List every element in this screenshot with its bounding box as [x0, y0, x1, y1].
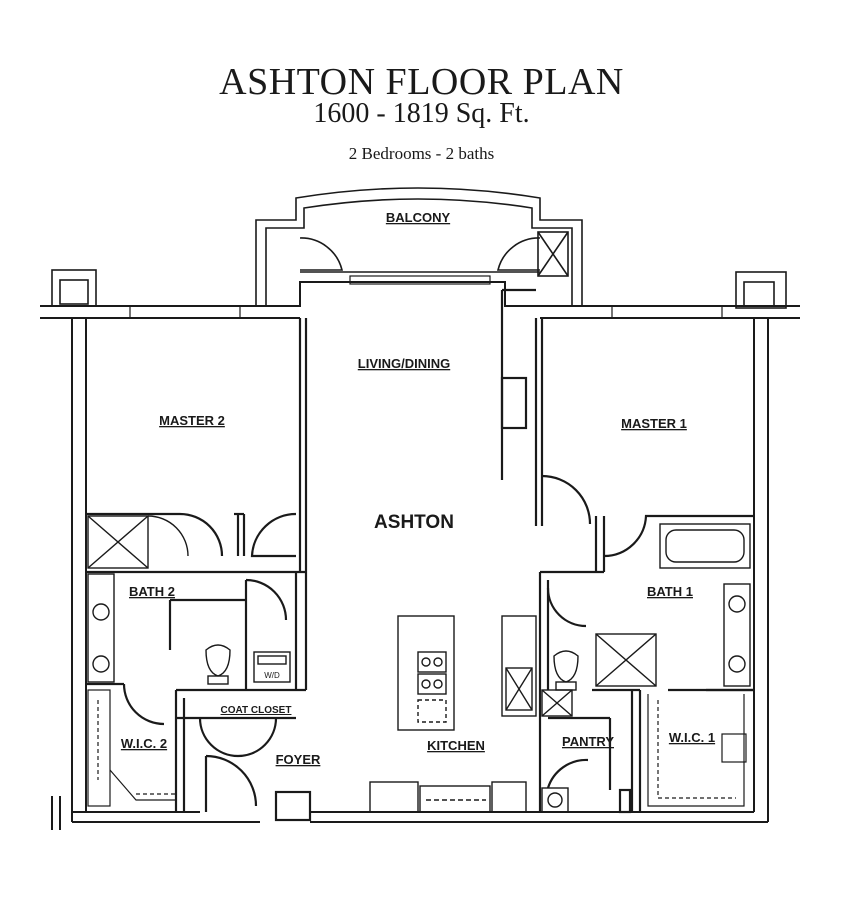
balcony-structure	[255, 187, 583, 306]
interior-walls	[86, 288, 754, 822]
label-coat-closet: COAT CLOSET	[221, 705, 292, 716]
label-bath-1: BATH 1	[647, 584, 693, 599]
bath1-fixtures	[553, 523, 751, 691]
kitchen-fixtures	[369, 615, 537, 813]
label-living-dining: LIVING/DINING	[358, 356, 450, 371]
column-right	[735, 271, 787, 309]
label-master-2: MASTER 2	[159, 413, 225, 428]
label-pantry: PANTRY	[562, 734, 614, 749]
column-left	[51, 269, 97, 307]
label-bath-2: BATH 2	[129, 584, 175, 599]
bath2-fixtures	[87, 515, 291, 685]
label-balcony: BALCONY	[386, 210, 451, 225]
label-wic-2: W.I.C. 2	[121, 736, 167, 751]
label-foyer: FOYER	[276, 752, 321, 767]
square-footage: 1600 - 1819 Sq. Ft.	[313, 98, 530, 129]
label-wic-1: W.I.C. 1	[669, 730, 715, 745]
wic2-shelving	[87, 689, 176, 807]
bedroom-bath-summary: 2 Bedrooms - 2 baths	[348, 144, 495, 163]
label-kitchen: KITCHEN	[427, 738, 485, 753]
floor-plan-title: ASHTON FLOOR PLAN	[219, 61, 624, 103]
wic1-shelving	[647, 694, 747, 807]
label-unit-name: ASHTON	[374, 512, 454, 533]
label-washer-dryer: W/D	[264, 671, 280, 680]
windows	[129, 275, 723, 319]
pantry-fixtures	[541, 689, 573, 813]
label-master-1: MASTER 1	[621, 416, 687, 431]
